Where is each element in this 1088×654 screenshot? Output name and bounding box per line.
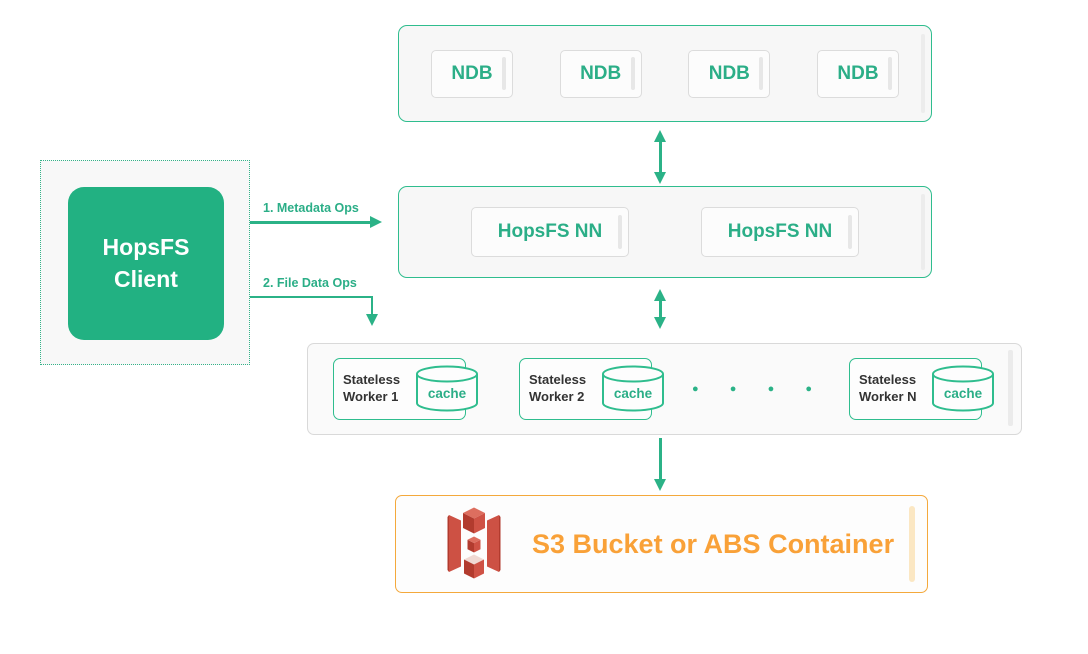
arrow-down-icon — [653, 479, 666, 491]
storage-label: S3 Bucket or ABS Container — [532, 528, 895, 559]
shadow-bar — [630, 57, 635, 90]
hopsfs-nn-label: HopsFS NN — [497, 221, 603, 242]
arrow-down-icon — [653, 172, 666, 184]
stateless-worker-2: Stateless Worker 2 cache — [519, 358, 666, 420]
dot: ● — [729, 382, 737, 395]
dot: ● — [692, 382, 699, 395]
ellipsis-dots: ● ● ● ● — [692, 344, 812, 434]
shadow-bar — [618, 215, 622, 249]
arrow-up-icon — [653, 130, 666, 142]
shadow-bar — [502, 57, 506, 90]
worker-name-line2: Worker 2 — [529, 389, 585, 404]
ndb-node: NDB — [559, 49, 642, 98]
shadow-bar — [1008, 350, 1013, 426]
metadata-ops-label: 1. Metadata Ops — [263, 201, 359, 215]
dot: ● — [767, 382, 775, 395]
client-dotted-container: HopsFS Client — [40, 160, 250, 365]
worker-name-line2: Worker 1 — [343, 389, 399, 404]
arrow-up-icon — [653, 289, 666, 301]
cache-label: cache — [427, 386, 467, 401]
worker-name-line1: Stateless — [859, 372, 917, 387]
shadow-bar — [921, 194, 925, 270]
file-data-ops-label: 2. File Data Ops — [263, 276, 357, 290]
namenode-panel: HopsFS NN HopsFS NN — [398, 186, 932, 278]
arrow-shaft — [659, 139, 662, 175]
hopsfs-nn-node: HopsFS NN — [471, 207, 629, 257]
hopsfs-nn-node: HopsFS NN — [701, 207, 859, 257]
shadow-bar — [759, 57, 764, 90]
hopsfs-nn-label: HopsFS NN — [727, 221, 833, 242]
ndb-cluster-panel: NDB NDB NDB NDB — [398, 25, 932, 122]
ndb-node: NDB — [688, 49, 771, 98]
worker-name: Stateless Worker 2 — [529, 371, 586, 405]
worker-name-line1: Stateless — [343, 372, 401, 387]
client-label-line2: Client — [114, 265, 178, 292]
shadow-bar — [921, 33, 925, 114]
shadow-bar — [887, 57, 892, 90]
cache-cylinder-icon: cache — [414, 365, 480, 413]
arrow-shaft — [659, 298, 662, 320]
hopsfs-client-node: HopsFS Client — [68, 187, 224, 340]
stateless-worker-1: Stateless Worker 1 cache — [333, 358, 480, 420]
ndb-node-label: NDB — [708, 62, 750, 84]
arrow-shaft — [250, 221, 371, 224]
stateless-worker-n: Stateless Worker N cache — [849, 358, 996, 420]
cache-label: cache — [943, 386, 983, 401]
ndb-node: NDB — [816, 49, 899, 98]
client-label-line1: HopsFS — [102, 234, 190, 261]
ndb-node-label: NDB — [837, 62, 879, 84]
dot: ● — [805, 382, 812, 395]
shadow-bar — [909, 506, 915, 582]
worker-name: Stateless Worker N — [859, 371, 917, 405]
worker-name-line2: Worker N — [859, 389, 917, 404]
ndb-node-label: NDB — [451, 62, 493, 84]
cache-cylinder-icon: cache — [930, 365, 996, 413]
stateless-workers-panel: Stateless Worker 1 cache Stateless Worke… — [307, 343, 1022, 435]
arrow-shaft — [250, 295, 373, 298]
arrow-down-icon — [365, 314, 378, 326]
ndb-node: NDB — [431, 49, 513, 98]
arrow-shaft — [370, 295, 373, 316]
ndb-node-label: NDB — [580, 62, 622, 84]
worker-name-line1: Stateless — [529, 372, 587, 387]
arrow-shaft — [659, 438, 662, 482]
storage-panel: S3 Bucket or ABS Container — [395, 495, 928, 593]
cache-label: cache — [613, 386, 653, 401]
arrow-down-icon — [653, 317, 666, 329]
s3-bucket-icon — [447, 507, 501, 579]
cache-cylinder-icon: cache — [600, 365, 666, 413]
arrow-right-icon — [370, 215, 382, 228]
worker-name: Stateless Worker 1 — [343, 371, 400, 405]
shadow-bar — [848, 215, 852, 249]
